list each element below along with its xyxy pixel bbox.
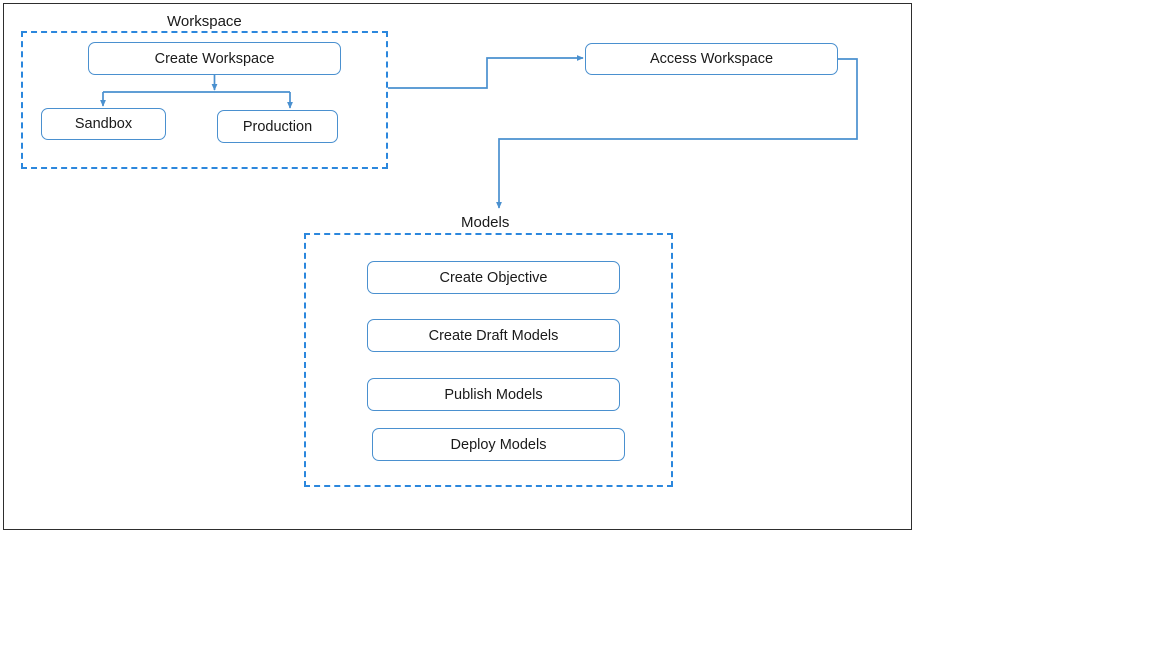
group-models (304, 233, 673, 487)
node-create-objective-label: Create Objective (439, 269, 548, 286)
node-sandbox[interactable]: Sandbox (41, 108, 166, 140)
group-workspace-label: Workspace (160, 12, 249, 31)
group-workspace (21, 31, 388, 169)
node-create-workspace-label: Create Workspace (154, 50, 275, 67)
node-publish-models[interactable]: Publish Models (367, 378, 620, 411)
node-create-draft-models-label: Create Draft Models (428, 327, 559, 344)
node-deploy-models-label: Deploy Models (450, 436, 547, 453)
node-publish-models-label: Publish Models (444, 386, 543, 403)
node-sandbox-label: Sandbox (74, 116, 133, 132)
node-access-workspace[interactable]: Access Workspace (585, 43, 838, 75)
group-models-label: Models (454, 213, 517, 232)
node-deploy-models[interactable]: Deploy Models (372, 428, 625, 461)
node-create-workspace[interactable]: Create Workspace (88, 42, 341, 75)
node-production[interactable]: Production (217, 110, 338, 143)
node-create-draft-models[interactable]: Create Draft Models (367, 319, 620, 352)
node-create-objective[interactable]: Create Objective (367, 261, 620, 294)
node-production-label: Production (242, 118, 313, 135)
node-access-workspace-label: Access Workspace (649, 51, 774, 67)
